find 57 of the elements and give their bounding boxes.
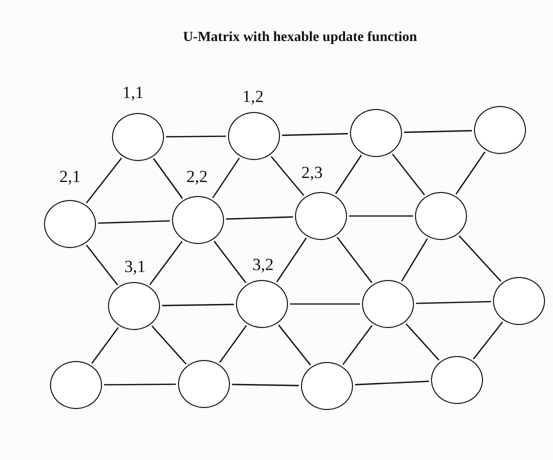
connector-line	[149, 240, 183, 286]
circle-node	[431, 356, 483, 404]
circle-node	[178, 360, 230, 408]
circle-node	[493, 277, 545, 325]
connector-line	[214, 240, 246, 284]
connector-line	[401, 238, 428, 282]
connector-line	[151, 326, 187, 364]
connector-line	[219, 325, 247, 363]
diagram-title: U-Matrix with hexable update function	[182, 30, 418, 46]
connector-line	[404, 130, 472, 133]
connector-line	[86, 244, 118, 286]
connector-line	[392, 154, 426, 196]
connector-line	[355, 380, 429, 386]
connector-line	[278, 324, 311, 366]
connector-line	[416, 301, 491, 304]
node-coordinate-label: 3,2	[252, 255, 274, 275]
circle-node	[301, 362, 353, 410]
connector-line	[104, 384, 176, 386]
node-coordinate-label: 1,1	[122, 83, 144, 103]
connector-line	[335, 154, 362, 194]
circle-node	[362, 280, 414, 328]
connector-line	[458, 235, 502, 282]
circle-node	[112, 113, 164, 161]
node-coordinate-label: 2,2	[186, 167, 208, 187]
connector-line	[91, 327, 119, 364]
circle-node	[44, 200, 96, 248]
connector-line	[86, 158, 122, 204]
connector-line	[98, 220, 170, 224]
node-coordinate-label: 2,3	[301, 163, 323, 183]
connector-line	[270, 156, 304, 196]
node-coordinate-label: 2,1	[59, 167, 81, 187]
circle-node	[236, 280, 288, 328]
circle-node	[415, 192, 467, 240]
connector-line	[162, 304, 234, 306]
connector-line	[349, 215, 413, 217]
circle-node	[108, 282, 160, 330]
connector-line	[290, 303, 360, 305]
connector-line	[226, 216, 293, 220]
connector-line	[153, 158, 183, 199]
connector-line	[336, 236, 372, 284]
connector-line	[166, 136, 226, 138]
circle-node	[350, 109, 402, 157]
connector-line	[232, 384, 299, 386]
connector-line	[282, 133, 348, 136]
circle-node	[474, 106, 526, 154]
connector-line	[342, 324, 373, 366]
circle-node	[172, 196, 224, 244]
connector-line	[455, 152, 486, 194]
node-coordinate-label: 1,2	[242, 87, 264, 107]
circle-node	[295, 192, 347, 240]
circle-node	[50, 361, 102, 409]
circle-node	[228, 112, 280, 160]
node-coordinate-label: 3,1	[124, 257, 146, 277]
connector-line	[212, 158, 240, 198]
connector-line	[406, 323, 440, 361]
connector-line	[276, 238, 307, 282]
connector-line	[472, 322, 504, 360]
